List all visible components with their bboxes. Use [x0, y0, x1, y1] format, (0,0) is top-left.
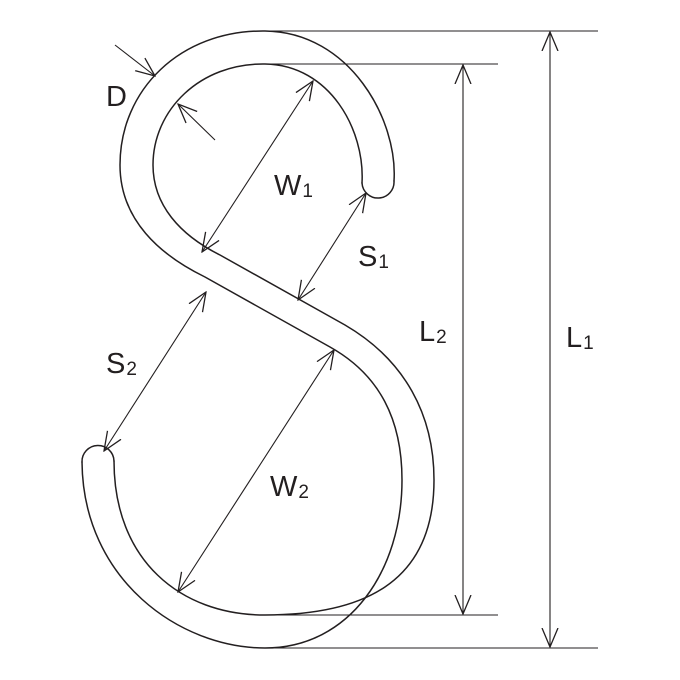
d-inner-arrow — [178, 104, 216, 141]
label-d: D — [106, 81, 127, 113]
s-hook-outer-edge — [81, 30, 403, 649]
label-s1: S1 — [358, 241, 389, 273]
label-w2: W2 — [270, 471, 309, 503]
label-s2: S2 — [106, 348, 137, 380]
w1-dimension-line — [202, 81, 313, 252]
label-l2: L2 — [419, 316, 447, 348]
s1-dimension-line — [298, 193, 366, 300]
s-hook-inner-edge — [113, 63, 435, 616]
lower-hook-end-cap — [81, 444, 115, 463]
s2-dimension-line — [104, 292, 206, 451]
label-l1: L1 — [566, 322, 594, 354]
label-w1: W1 — [274, 170, 313, 202]
w2-dimension-line — [178, 350, 334, 592]
upper-hook-end-cap — [361, 180, 395, 199]
d-outer-arrow — [114, 44, 155, 76]
